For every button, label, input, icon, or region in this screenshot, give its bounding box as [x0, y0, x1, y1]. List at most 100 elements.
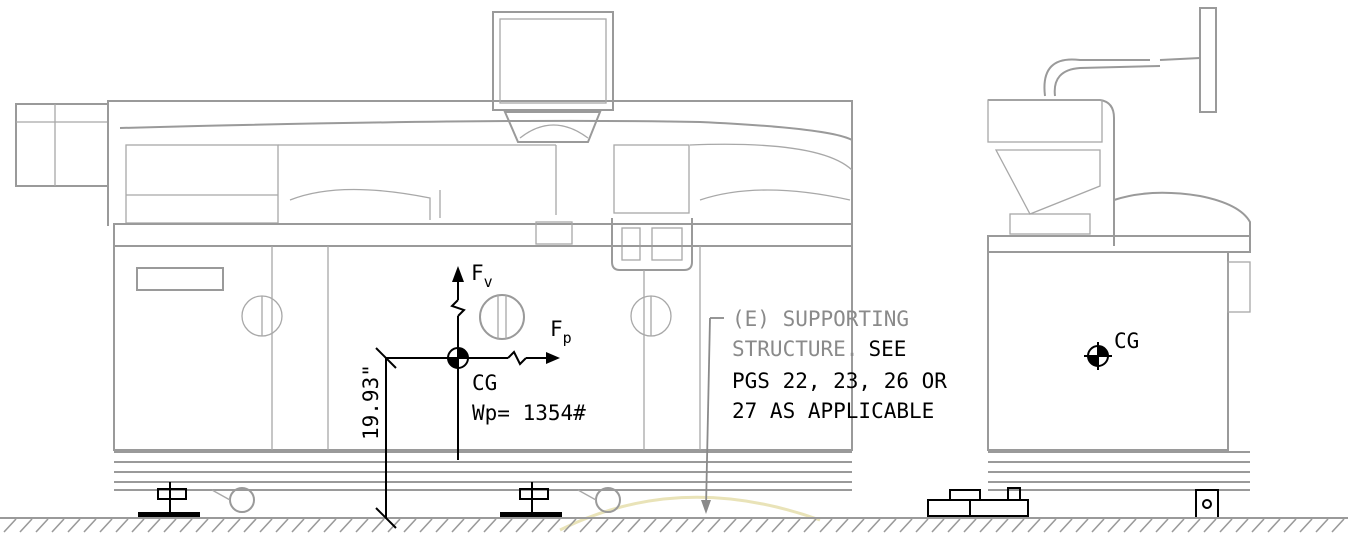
- ground-hatch-stroke: [1219, 518, 1233, 533]
- callout-line-4: 27 AS APPLICABLE: [732, 399, 934, 423]
- ground-hatch-stroke: [403, 518, 417, 533]
- fv-subscript: v: [484, 273, 493, 291]
- ground-hatch-stroke: [755, 518, 769, 533]
- ground-hatch-stroke: [563, 518, 577, 533]
- ground-hatch-stroke: [803, 518, 817, 533]
- side-view-equipment: [987, 7, 1251, 491]
- ground-hatch-stroke: [1251, 518, 1265, 533]
- ground-hatch-stroke: [627, 518, 641, 533]
- ground-hatch-stroke: [163, 518, 177, 533]
- ground-hatch-stroke: [499, 518, 513, 533]
- ground-hatch-stroke: [1123, 518, 1137, 533]
- ground-hatch-stroke: [467, 518, 481, 533]
- ground-hatch-stroke: [819, 518, 833, 533]
- ground-hatch-stroke: [1299, 518, 1313, 533]
- fv-letter: F: [471, 261, 484, 285]
- ground-hatch-stroke: [227, 518, 241, 533]
- cg-height-dimension: [375, 347, 444, 529]
- vertical-force-label: Fv: [471, 261, 493, 291]
- front-anchor-feet: [138, 482, 562, 517]
- ground-hatch-stroke: [595, 518, 609, 533]
- ground-hatch-stroke: [1011, 518, 1025, 533]
- ground-line: [0, 517, 1348, 533]
- ground-hatch-stroke: [195, 518, 209, 533]
- callout-line-2-grey: STRUCTURE.: [732, 337, 858, 361]
- callout-line-2: STRUCTURE. SEE: [732, 337, 906, 361]
- plane-force-arrow: [458, 350, 560, 366]
- center-of-gravity-symbol-front: [444, 344, 472, 372]
- ground-hatch-stroke: [67, 518, 81, 533]
- ground-hatch-stroke: [243, 518, 257, 533]
- ground-hatch-stroke: [531, 518, 545, 533]
- ground-hatch-stroke: [179, 518, 193, 533]
- watermark: [559, 495, 821, 532]
- ground-hatch-stroke: [1267, 518, 1281, 533]
- ground-hatch-stroke: [211, 518, 225, 533]
- ground-hatch-stroke: [659, 518, 673, 533]
- ground-hatch-stroke: [547, 518, 561, 533]
- ground-hatch-stroke: [579, 518, 593, 533]
- ground-hatch-stroke: [771, 518, 785, 533]
- ground-hatch-stroke: [1203, 518, 1217, 533]
- ground-hatch-stroke: [3, 518, 17, 533]
- callout-line-1: (E) SUPPORTING: [732, 307, 909, 331]
- ground-hatch-stroke: [611, 518, 625, 533]
- ground-hatch-stroke: [787, 518, 801, 533]
- ground-hatch-stroke: [1155, 518, 1169, 533]
- ground-hatch-stroke: [1171, 518, 1185, 533]
- ground-hatch-stroke: [1059, 518, 1073, 533]
- supporting-structure-leader: [701, 317, 724, 514]
- ground-hatch-stroke: [35, 518, 49, 533]
- ground-hatch-stroke: [883, 518, 897, 533]
- ground-hatch-stroke: [1235, 518, 1249, 533]
- ground-hatch-stroke: [867, 518, 881, 533]
- ground-hatch-stroke: [259, 518, 273, 533]
- ground-hatch-stroke: [707, 518, 721, 533]
- ground-hatch-stroke: [147, 518, 161, 533]
- ground-hatch-stroke: [291, 518, 305, 533]
- ground-hatch-stroke: [275, 518, 289, 533]
- ground-hatch-stroke: [83, 518, 97, 533]
- plane-force-label: Fp: [550, 317, 572, 347]
- callout-line-2-dark: SEE: [868, 337, 906, 361]
- ground-hatch-stroke: [899, 518, 913, 533]
- ground-hatch-stroke: [435, 518, 449, 533]
- ground-hatch-stroke: [1331, 518, 1345, 533]
- ground-hatch-stroke: [1315, 518, 1329, 533]
- ground-hatch-stroke: [131, 518, 145, 533]
- ground-hatch-stroke: [739, 518, 753, 533]
- ground-hatch-stroke: [515, 518, 529, 533]
- ground-hatch-stroke: [1075, 518, 1089, 533]
- ground-hatch-stroke: [371, 518, 385, 533]
- ground-hatch-stroke: [451, 518, 465, 533]
- ground-hatch-stroke: [1139, 518, 1153, 533]
- cg-label-side: CG: [1114, 329, 1139, 353]
- ground-hatch-stroke: [995, 518, 1009, 533]
- ground-hatch-stroke: [99, 518, 113, 533]
- ground-hatch-stroke: [419, 518, 433, 533]
- cg-height-value: 19.93": [359, 364, 383, 440]
- ground-hatch-stroke: [339, 518, 353, 533]
- ground-hatch-stroke: [115, 518, 129, 533]
- ground-hatch-stroke: [931, 518, 945, 533]
- ground-hatch-stroke: [323, 518, 337, 533]
- ground-hatch-stroke: [947, 518, 961, 533]
- ground-hatch-stroke: [675, 518, 689, 533]
- ground-hatch-stroke: [643, 518, 657, 533]
- ground-hatch-stroke: [963, 518, 977, 533]
- callout-line-3: PGS 22, 23, 26 OR: [732, 369, 947, 393]
- ground-hatch-stroke: [723, 518, 737, 533]
- center-of-gravity-symbol-side: [1084, 342, 1112, 370]
- fp-letter: F: [550, 317, 563, 341]
- ground-hatch-stroke: [1027, 518, 1041, 533]
- ground-hatch-stroke: [1107, 518, 1121, 533]
- ground-hatch-stroke: [1043, 518, 1057, 533]
- ground-hatch-stroke: [19, 518, 33, 533]
- side-anchor-feet: [927, 487, 1219, 519]
- ground-hatch-stroke: [835, 518, 849, 533]
- ground-hatch-stroke: [851, 518, 865, 533]
- ground-hatch-stroke: [915, 518, 929, 533]
- ground-hatch-stroke: [355, 518, 369, 533]
- ground-hatch-stroke: [1187, 518, 1201, 533]
